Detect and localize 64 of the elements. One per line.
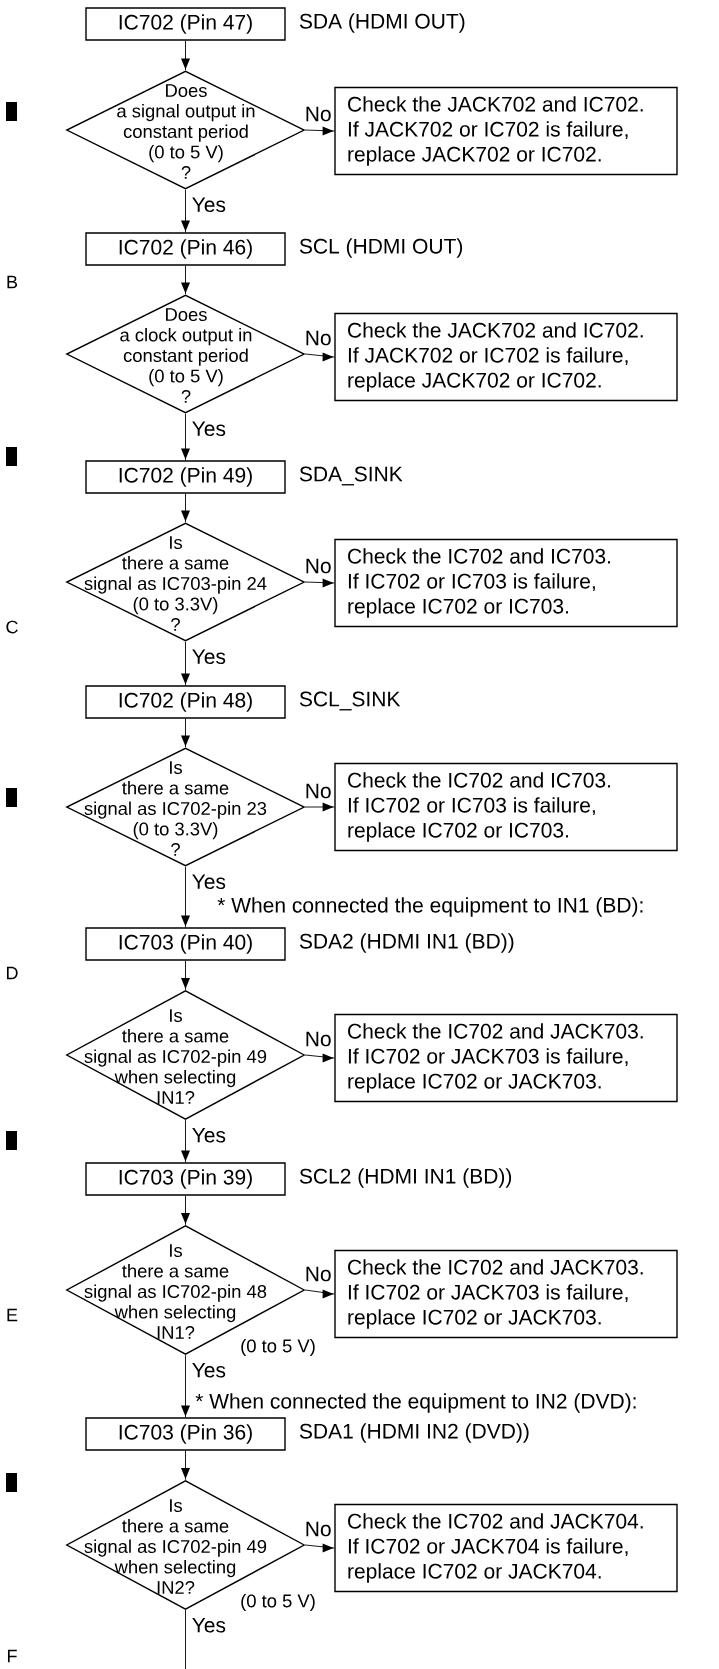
action-box: Check the IC702 and JACK704. If IC702 or JACK704 is failure, replace IC702 or JACK704.: [334, 1503, 678, 1593]
process-box: IC703 (Pin 40): [85, 927, 286, 961]
section-letter: C: [6, 620, 18, 634]
process-box: IC702 (Pin 47): [85, 7, 286, 41]
arrow: [181, 866, 190, 928]
edge-label: Yes: [190, 873, 227, 891]
arrow: [304, 802, 335, 812]
process-box: IC702 (Pin 49): [85, 460, 286, 494]
action-box: Check the IC702 and IC703. If IC702 or IC703 is failure, replace IC702 or IC703.: [334, 538, 678, 628]
arrow: [181, 40, 190, 71]
edge-label: No: [303, 557, 333, 575]
arrow: [181, 718, 190, 748]
arrow: [181, 189, 190, 233]
note: * When connected the equipment to IN1 (BD):: [217, 897, 643, 917]
section-letter: F: [8, 1649, 17, 1663]
arrow: [304, 1289, 335, 1299]
arrow: [181, 413, 190, 461]
process-box: IC702 (Pin 46): [85, 232, 286, 266]
edge-label: Yes: [190, 1616, 227, 1634]
signal-name: SDA2 (HDMI IN1 (BD)): [299, 933, 514, 953]
edge-label: No: [303, 329, 333, 347]
note: * When connected the equipment to IN2 (DVD):: [195, 1393, 636, 1413]
edge-label: No: [303, 1520, 333, 1538]
arrow: [304, 126, 335, 136]
edge-label: Yes: [190, 648, 227, 666]
arrow: [181, 265, 190, 295]
signal-name: SDA1 (HDMI IN2 (DVD)): [299, 1423, 529, 1443]
edge-label: Yes: [190, 1126, 227, 1144]
arrow: [181, 1450, 190, 1481]
edge-label: No: [303, 1030, 333, 1048]
arrow: [181, 960, 190, 991]
arrow: [304, 1543, 335, 1553]
edge-label: Yes: [190, 420, 227, 438]
arrow: [181, 1354, 190, 1418]
section-letter: B: [7, 275, 18, 289]
arrow: [304, 1053, 335, 1063]
signal-name: SDA_SINK: [299, 466, 403, 486]
edge-label: Yes: [190, 196, 227, 214]
signal-name: SCL_SINK: [299, 691, 401, 711]
edge-label: No: [303, 105, 333, 123]
action-box: Check the JACK702 and IC702. If JACK702 or IC702 is failure, replace JACK702 or IC702.: [334, 86, 678, 176]
process-box: IC703 (Pin 36): [85, 1417, 286, 1451]
section-letter: E: [7, 1308, 18, 1322]
action-box: Check the IC702 and IC703. If IC702 or IC703 is failure, replace IC702 or IC703.: [334, 762, 678, 852]
voltage-note: (0 to 5 V): [241, 1593, 315, 1612]
signal-name: SCL2 (HDMI IN1 (BD)): [299, 1168, 512, 1188]
action-box: Check the JACK702 and IC702. If JACK702 or IC702 is failure, replace JACK702 or IC702.: [334, 312, 678, 402]
voltage-note: (0 to 5 V): [241, 1338, 315, 1357]
signal-name: SCL (HDMI OUT): [299, 238, 463, 258]
edge-label: No: [303, 782, 333, 800]
arrow: [181, 1195, 190, 1226]
process-box: IC703 (Pin 39): [85, 1162, 286, 1196]
process-box: IC702 (Pin 48): [85, 685, 286, 719]
edge-label: Yes: [190, 1361, 227, 1379]
arrow: [181, 641, 190, 686]
arrow: [304, 352, 335, 362]
action-box: Check the IC702 and JACK703. If IC702 or JACK703 is failure, replace IC702 or JACK703.: [334, 1249, 678, 1339]
action-box: Check the IC702 and JACK703. If IC702 or JACK703 is failure, replace IC702 or JACK703.: [334, 1013, 678, 1103]
arrow: [181, 1119, 190, 1163]
section-letter: D: [6, 966, 18, 980]
edge-label: No: [303, 1265, 333, 1283]
signal-name: SDA (HDMI OUT): [299, 13, 465, 33]
arrow: [304, 578, 335, 588]
arrow: [181, 493, 190, 523]
